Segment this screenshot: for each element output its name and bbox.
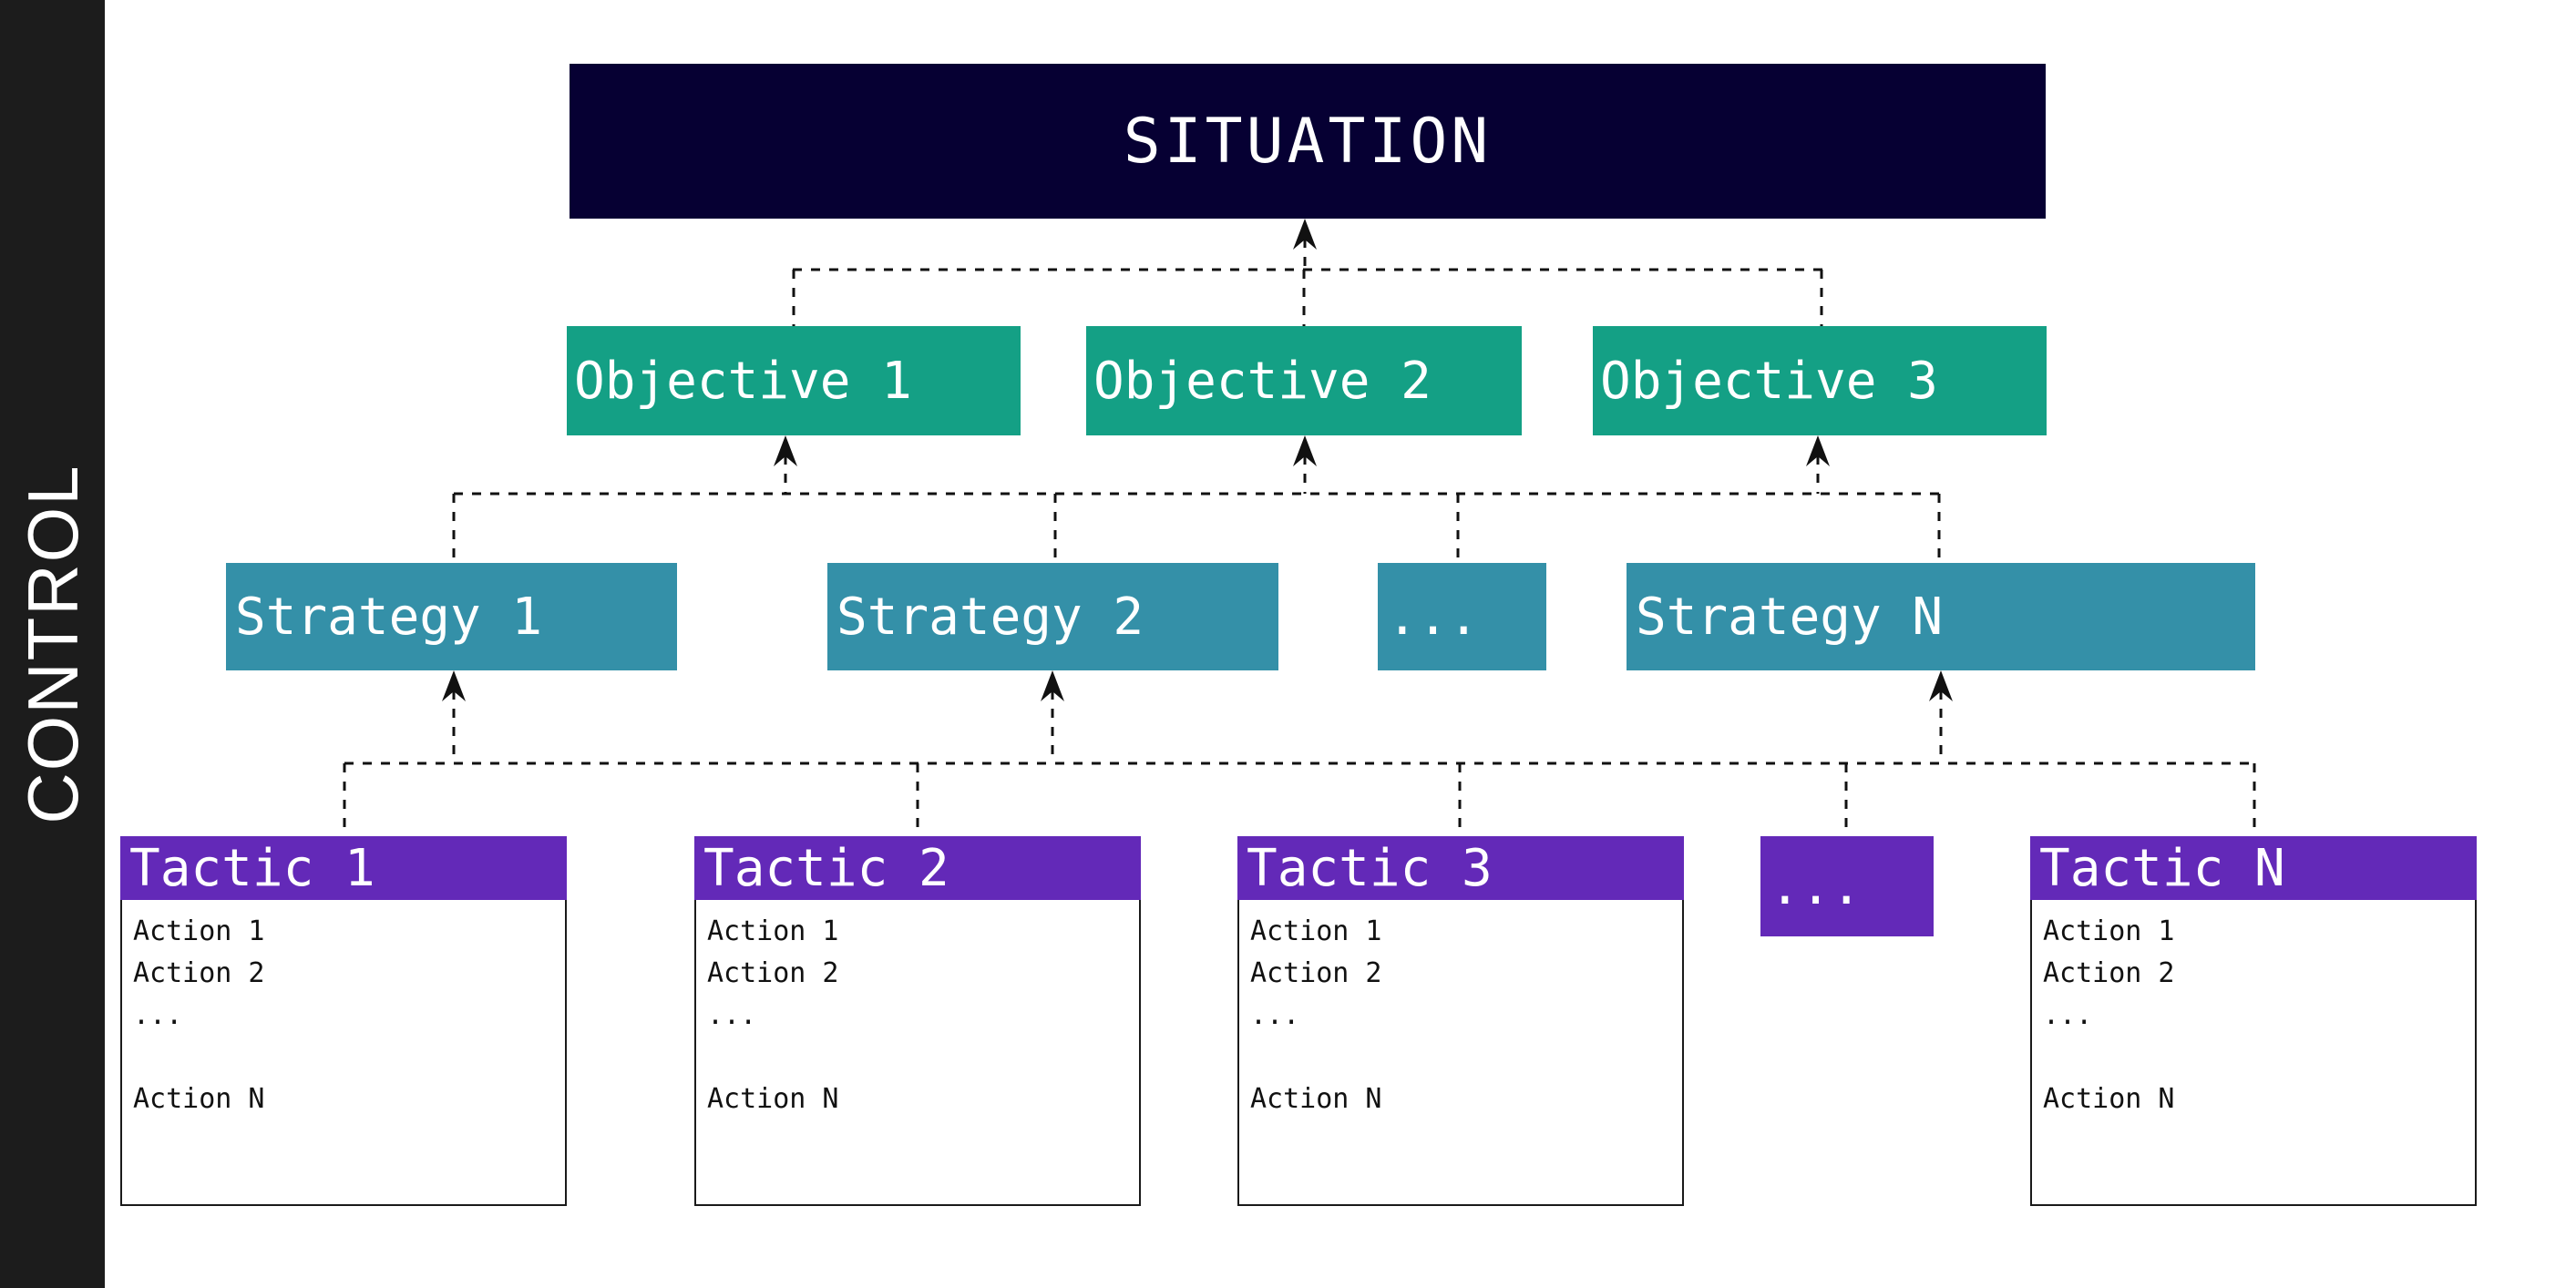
action-item — [1250, 1037, 1682, 1078]
tactic-action-list: Action 1 Action 2... Action N — [2030, 900, 2477, 1206]
connector-arrowhead — [1806, 435, 1830, 466]
action-item: Action 2 — [2043, 957, 2175, 989]
strategy-box: Strategy N — [1627, 563, 2255, 670]
action-item — [707, 1037, 1139, 1078]
action-item: Action 2 — [133, 957, 265, 989]
action-item: ... — [133, 999, 183, 1031]
tactic-header: Tactic 3 — [1237, 836, 1684, 900]
tactic-action-list: Action 1 Action 2... Action N — [1237, 900, 1684, 1206]
control-rail: CONTROL — [0, 0, 105, 1288]
tactic-card: Tactic N Action 1 Action 2... Action N — [2030, 836, 2477, 1206]
connector-arrowhead — [1293, 435, 1317, 466]
connector-arrowhead — [1041, 670, 1064, 701]
action-item — [133, 1037, 565, 1078]
tactic-card: Tactic 3 Action 1 Action 2... Action N — [1237, 836, 1684, 1206]
tactic-header: Tactic N — [2030, 836, 2477, 900]
tactic-card: Tactic 2 Action 1 Action 2... Action N — [694, 836, 1141, 1206]
action-item — [2043, 1037, 2475, 1078]
strategy-box: ... — [1378, 563, 1546, 670]
tactic-action-list: Action 1 Action 2... Action N — [694, 900, 1141, 1206]
objective-box: Objective 1 — [567, 326, 1021, 435]
action-item: Action N — [707, 1083, 839, 1115]
action-item: Action N — [133, 1083, 265, 1115]
objective-box: Objective 2 — [1086, 326, 1522, 435]
connector-arrowhead — [1929, 670, 1953, 701]
action-item: Action 2 — [1250, 957, 1382, 989]
tactic-card: Tactic 1 Action 1 Action 2... Action N — [120, 836, 567, 1206]
tactic-header: ... — [1760, 836, 1934, 936]
action-item: Action N — [1250, 1083, 1382, 1115]
tactic-action-list: Action 1 Action 2... Action N — [120, 900, 567, 1206]
tactic-header: Tactic 1 — [120, 836, 567, 900]
action-item: Action 1 — [707, 915, 839, 947]
connector-arrowhead — [774, 435, 797, 466]
action-item: ... — [1250, 999, 1300, 1031]
strategy-box: Strategy 1 — [226, 563, 677, 670]
action-item: Action 1 — [133, 915, 265, 947]
action-item: Action 1 — [2043, 915, 2175, 947]
objective-box: Objective 3 — [1593, 326, 2047, 435]
action-item: Action 2 — [707, 957, 839, 989]
control-rail-label: CONTROL — [12, 464, 93, 824]
connector-arrowhead — [1293, 219, 1317, 250]
action-item: Action 1 — [1250, 915, 1382, 947]
connector-arrowhead — [442, 670, 466, 701]
situation-box: SITUATION — [570, 64, 2046, 219]
action-item: ... — [2043, 999, 2093, 1031]
action-item: ... — [707, 999, 757, 1031]
tactic-card: ... — [1760, 836, 1934, 936]
strategy-box: Strategy 2 — [827, 563, 1278, 670]
action-item: Action N — [2043, 1083, 2175, 1115]
tactic-header: Tactic 2 — [694, 836, 1141, 900]
